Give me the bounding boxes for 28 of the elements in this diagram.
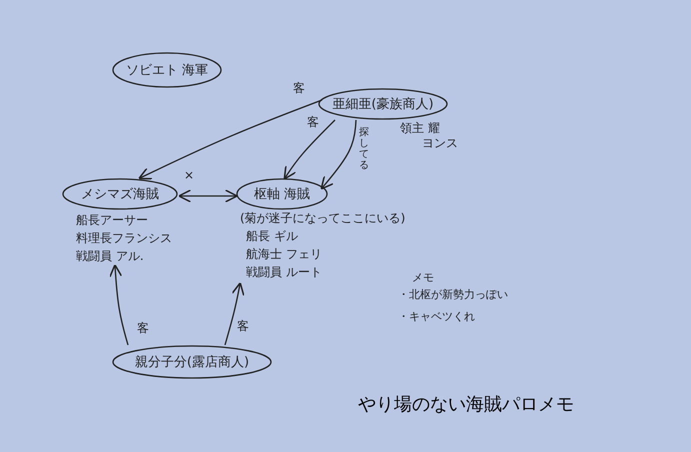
member-note: 船長 ギル [246, 228, 298, 245]
arrow [138, 99, 322, 180]
arrow [109, 264, 129, 346]
member-note: 船長アーサー [76, 212, 148, 229]
member-note: 戦闘員 アル. [76, 248, 144, 265]
ellipse-node [112, 345, 272, 379]
memo-note: ・北枢が新勢力っぽい [398, 287, 508, 302]
ellipse-node [318, 88, 458, 150]
member-note: 領主 耀 [400, 120, 440, 137]
title: やり場のない海賊パロメモ [358, 393, 574, 416]
member-note: ヨンス [422, 135, 458, 152]
arrow [224, 282, 245, 346]
node-label: 枢軸 海賊 [252, 186, 312, 203]
arrow [178, 189, 238, 203]
member-note: 航海士 フェリ [246, 246, 322, 263]
memo-heading: メモ [412, 270, 434, 285]
node-label: ソビエト 海軍 [124, 62, 210, 79]
node-label: 亜細亜(豪族商人) [331, 96, 435, 113]
member-note: 戦闘員 ルート [246, 264, 322, 281]
node-label: メシマズ海賊 [80, 186, 160, 203]
node-label: 親分子分(露店商人) [134, 354, 250, 371]
member-note: 料理長フランシス [76, 230, 172, 247]
arrow [284, 120, 336, 180]
member-note: (菊が迷子になってここにいる) [240, 210, 406, 227]
arrow [320, 120, 357, 190]
memo-note: ・キャベツくれ [398, 309, 475, 324]
edge-label: 探してる [358, 127, 370, 171]
ellipse-node [112, 52, 222, 88]
